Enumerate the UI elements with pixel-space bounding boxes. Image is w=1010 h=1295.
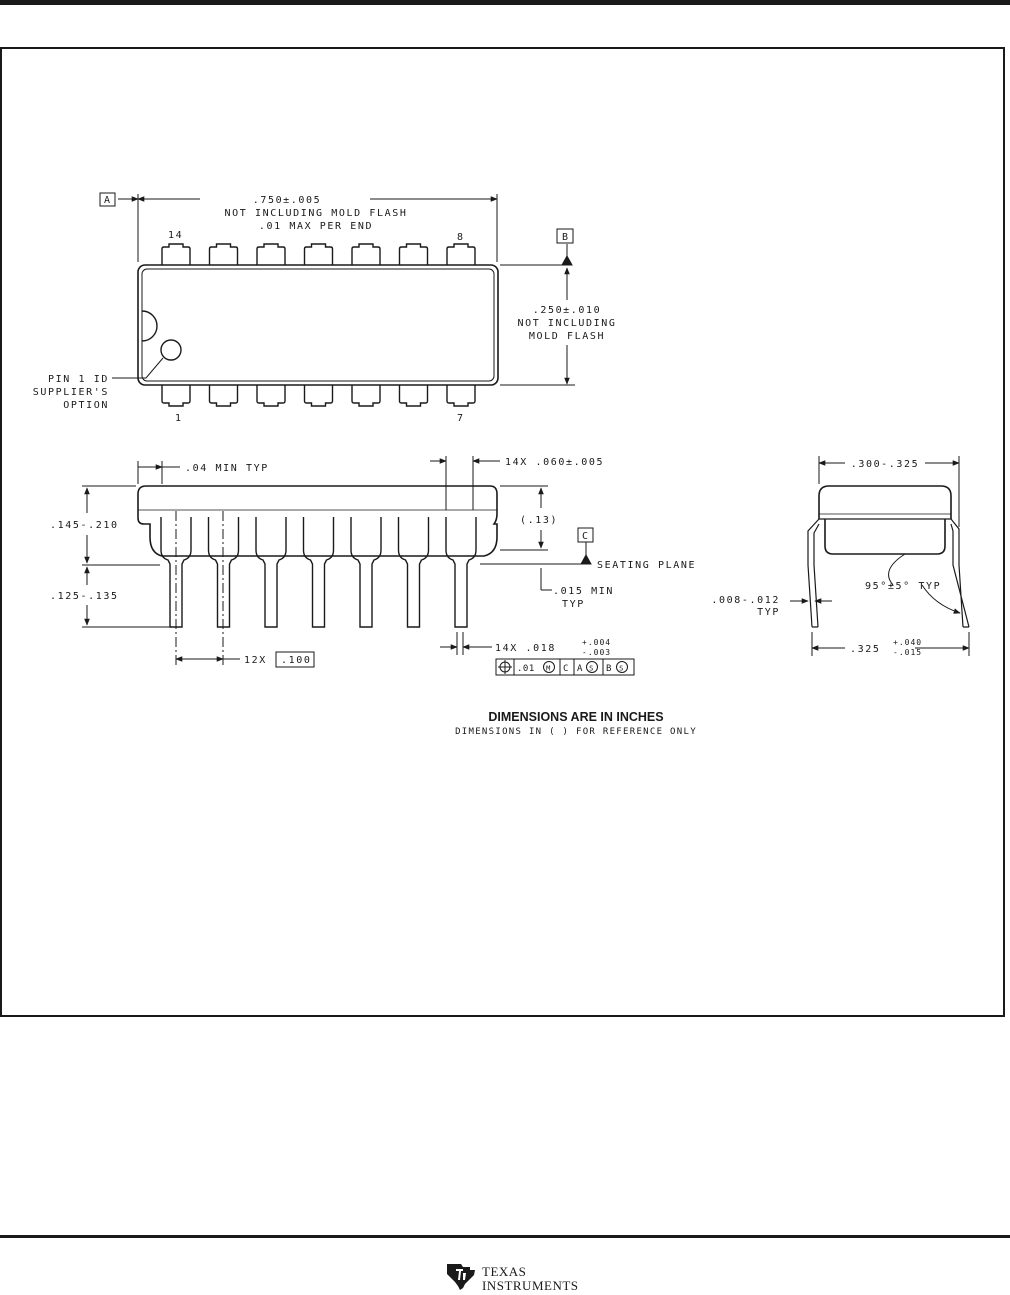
side-lead-row xyxy=(160,517,477,628)
top-pin xyxy=(446,243,476,265)
drawing-frame xyxy=(0,47,1005,1017)
top-pin xyxy=(303,243,334,265)
pin1-notch xyxy=(141,310,158,342)
dimensions-note: DIMENSIONS IN ( ) FOR REFERENCE ONLY xyxy=(455,727,697,737)
lead-diameter-tol-minus: -.003 xyxy=(582,648,611,657)
bottom-pin xyxy=(256,385,286,407)
reference-height: (.13) xyxy=(520,515,558,526)
datum-a-label: A xyxy=(104,195,112,206)
logo-text-line1: TEXAS xyxy=(482,1264,527,1279)
bottom-pin-row xyxy=(161,385,476,407)
top-pin xyxy=(351,243,381,265)
side-lead xyxy=(255,517,287,628)
bottom-pin xyxy=(446,385,476,407)
width-note-1: NOT INCLUDING xyxy=(517,318,616,329)
fcf-tolerance: .01 xyxy=(517,664,535,674)
datum-b-label: B xyxy=(562,232,570,243)
length-dimension: .750±.005 xyxy=(253,195,322,206)
row-spacing-tol-minus: -.015 xyxy=(893,648,922,657)
bottom-pin xyxy=(351,385,381,407)
pin1-indicator xyxy=(160,339,182,361)
length-note-1: NOT INCLUDING MOLD FLASH xyxy=(225,208,408,219)
pin1-id-label-1: PIN 1 ID xyxy=(48,374,109,385)
ti-state-icon xyxy=(447,1264,475,1290)
pin-1-label: 1 xyxy=(175,413,183,424)
pin-8-label: 8 xyxy=(457,232,465,243)
row-spacing-dimension: .325 xyxy=(850,644,880,655)
lead-thickness-2: TYP xyxy=(757,607,780,618)
length-note-2: .01 MAX PER END xyxy=(259,221,373,232)
top-pin xyxy=(256,243,286,265)
fcf-modifier-s2: S xyxy=(619,665,625,673)
min-typ-dimension: .04 MIN TYP xyxy=(185,463,269,474)
row-spacing-tol-plus: +.040 xyxy=(893,638,922,647)
header-rule xyxy=(0,0,1010,5)
side-view xyxy=(82,456,635,676)
pin-14-label: 14 xyxy=(168,230,183,241)
logo-text-line2: INSTRUMENTS xyxy=(482,1278,579,1293)
standoff-dimension-1: .015 MIN xyxy=(553,586,614,597)
dimensions-title: DIMENSIONS ARE IN INCHES xyxy=(488,710,663,724)
top-pin xyxy=(208,243,239,265)
footer-rule xyxy=(0,1235,1010,1238)
pin1-id-label-3: OPTION xyxy=(63,400,109,411)
bottom-pin xyxy=(398,385,429,407)
pin1-id-label-2: SUPPLIER'S xyxy=(33,387,109,398)
texas-instruments-logo: TEXAS INSTRUMENTS xyxy=(444,1261,604,1295)
top-pin xyxy=(161,243,191,265)
pin-7-label: 7 xyxy=(457,413,465,424)
bottom-pin xyxy=(208,385,239,407)
pitch-prefix: 12X xyxy=(244,655,267,666)
standoff-dimension-2: TYP xyxy=(562,599,585,610)
end-view xyxy=(790,456,970,656)
lead-length-dimension: .125-.135 xyxy=(50,591,119,602)
width-dimension: .250±.010 xyxy=(533,305,602,316)
lead-angle-dimension: 95°±5° TYP xyxy=(865,581,941,592)
side-lead xyxy=(302,517,335,628)
lead-diameter-tol-plus: +.004 xyxy=(582,638,611,647)
bottom-pin xyxy=(303,385,334,407)
width-note-2: MOLD FLASH xyxy=(529,331,605,342)
lead-width-dimension: 14X .060±.005 xyxy=(505,457,604,468)
end-width-dimension: .300-.325 xyxy=(851,459,920,470)
side-lead xyxy=(397,517,430,628)
lead-thickness-1: .008-.012 xyxy=(711,595,780,606)
top-view xyxy=(99,192,575,407)
bottom-pin xyxy=(161,385,191,407)
top-pin xyxy=(398,243,429,265)
fcf-modifier-m: M xyxy=(546,665,552,673)
side-lead xyxy=(445,517,477,628)
datum-c-label: C xyxy=(582,531,590,542)
fcf-datum-c: C xyxy=(563,664,570,674)
body-height-dimension: .145-.210 xyxy=(50,520,119,531)
side-lead xyxy=(350,517,382,628)
fcf-modifier-s1: S xyxy=(589,665,595,673)
lead-diameter-dimension: 14X .018 xyxy=(495,643,556,654)
pitch-dimension: .100 xyxy=(281,655,311,666)
fcf-datum-a: A xyxy=(577,664,584,674)
top-pin-row xyxy=(161,243,476,265)
seating-plane-label: SEATING PLANE xyxy=(597,560,696,571)
fcf-datum-b: B xyxy=(606,664,613,674)
